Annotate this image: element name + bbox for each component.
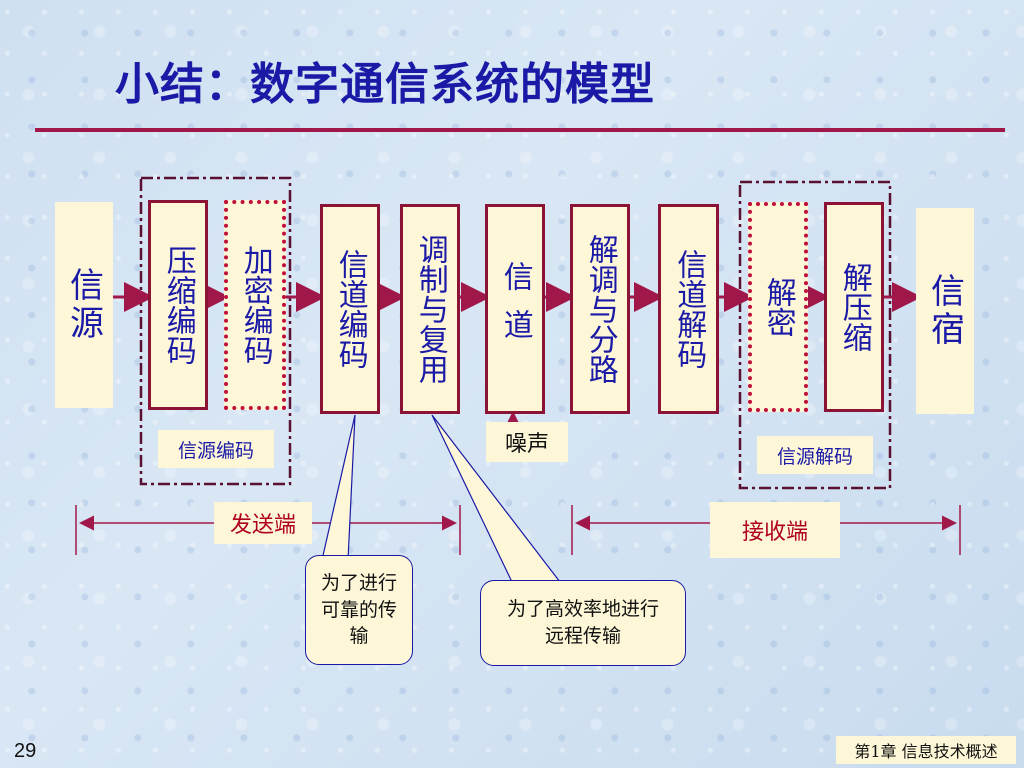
- sink-block: 信宿: [916, 208, 974, 414]
- title-divider: [35, 128, 1005, 132]
- decompression-block: 解压缩: [824, 202, 884, 412]
- channel-coding-block: 信道编码: [320, 204, 380, 414]
- channel-decoding-block: 信道解码: [658, 204, 719, 414]
- receiver-label: 接收端: [710, 502, 840, 558]
- decryption-block: 解密: [748, 202, 808, 412]
- source-coding-group-border: [139, 176, 292, 486]
- demodulation-block: 解调与分路: [570, 204, 630, 414]
- note-reliable: 为了进行可靠的传输: [305, 555, 413, 665]
- sender-label: 发送端: [214, 502, 312, 544]
- channel-block: 信道: [485, 204, 545, 414]
- encryption-coding-block: 加密编码: [224, 200, 286, 410]
- source-decoding-label: 信源解码: [757, 436, 873, 474]
- noise-label: 噪声: [486, 422, 568, 462]
- page-number: 29: [14, 740, 37, 762]
- modulation-multiplexing-block: 调制与复用: [400, 204, 460, 414]
- callout-pointer-reliable: [321, 414, 356, 561]
- source-coding-label: 信源编码: [158, 430, 274, 468]
- source-decoding-group-border: [738, 180, 892, 490]
- note-efficient-text: 为了高效率地进行远程传输: [506, 598, 659, 647]
- source-block: 信源: [55, 202, 113, 408]
- page-title: 小结：数字通信系统的模型: [115, 59, 655, 110]
- callout-pointer-efficient: [431, 414, 561, 583]
- compression-coding-block: 压缩编码: [148, 200, 208, 410]
- note-reliable-text: 为了进行可靠的传输: [320, 572, 397, 648]
- note-efficient: 为了高效率地进行远程传输: [480, 580, 686, 666]
- chapter-footer: 第1章 信息技术概述: [836, 736, 1016, 764]
